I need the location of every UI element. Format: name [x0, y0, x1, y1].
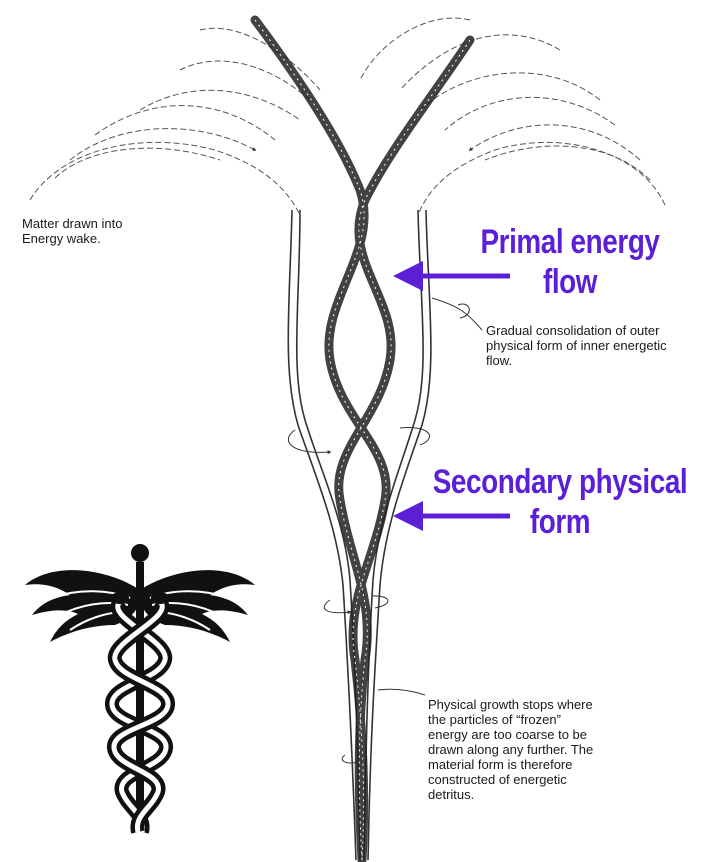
- secondary-form-label: Secondary physical form: [408, 462, 711, 542]
- right-flow-swirls: [360, 18, 665, 215]
- primal-energy-line1: Primal energy: [455, 222, 685, 262]
- matter-wake-note: Matter drawn into Energy wake.: [22, 216, 172, 246]
- consolidation-note: Gradual consolidation of outer physical …: [486, 323, 711, 368]
- primal-energy-label: Primal energy flow: [455, 222, 685, 302]
- caduceus-icon: [25, 544, 255, 832]
- secondary-form-line2: form: [408, 502, 711, 542]
- secondary-form-line1: Secondary physical: [408, 462, 711, 502]
- growth-stops-note: Physical growth stops where the particle…: [428, 697, 658, 802]
- primal-energy-line2: flow: [455, 262, 685, 302]
